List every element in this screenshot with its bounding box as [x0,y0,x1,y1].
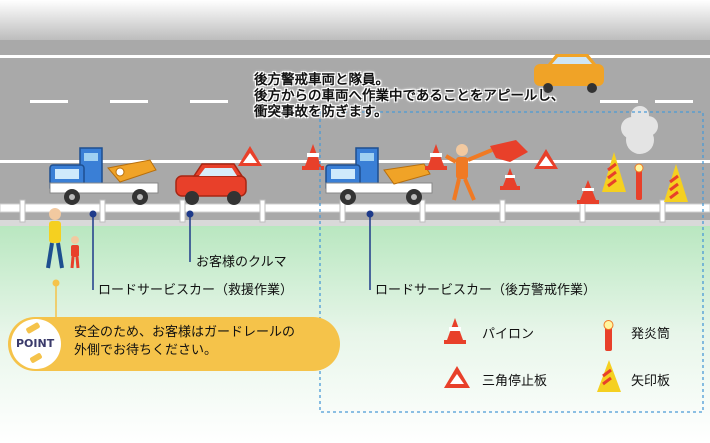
legend-flare-label: 発炎筒 [631,327,671,342]
road-top-fade [0,0,710,40]
curb [0,220,710,226]
callout-lines [92,214,371,290]
callout-dots [89,210,374,218]
point-label: POINT [16,337,55,350]
lane-edge-line [0,55,710,58]
rescue-truck [49,147,159,205]
legend-triangle-label: 三角停止板 [482,374,548,389]
description-caption: 後方警戒車両と隊員。 後方からの車両へ作業中であることをアピールし、 衝突事故を… [254,72,564,120]
point-line-2: 外側でお待ちください。 [74,343,218,358]
lane-dashes [30,100,693,103]
legend-pylon-icon [444,318,466,344]
rescue-truck-label: ロードサービスカー（救援作業） [98,283,294,298]
legend-arrow-board-label: 矢印板 [631,374,671,389]
flare-smoke [621,106,658,154]
legend-triangle-icon [444,366,470,388]
point-connector [52,279,60,318]
legend-pylon-label: パイロン [482,327,535,342]
point-badge-icon [11,319,61,369]
triangle-sign-2 [534,149,558,169]
triangle-sign-1 [238,146,262,166]
customer-car [175,163,247,205]
guardrail [0,199,710,223]
customer-family [46,208,80,269]
point-box: POINT 安全のため、お客様はガードレールの 外側でお待ちください。 [8,317,340,371]
pylon-1 [302,144,324,170]
flag-worker [444,140,528,201]
point-line-1: 安全のため、お客様はガードレールの [74,325,296,340]
legend-flare-icon [603,320,614,351]
pylon-3 [500,168,520,190]
caption-line-3: 衝突事故を防ぎます。 [254,104,388,120]
arrow-board-1 [602,152,626,192]
rear-warning-truck [325,147,433,205]
legend-arrow-board-icon [597,360,621,392]
flare-1 [634,163,644,200]
lane-line-lower [0,160,710,163]
arrow-board-2 [664,164,688,202]
point-message: 安全のため、お客様はガードレールの 外側でお待ちください。 [74,324,295,360]
caption-line-1: 後方警戒車両と隊員。 [254,72,389,88]
caption-line-2: 後方からの車両へ作業中であることをアピールし、 [254,88,565,104]
pylon-2 [425,144,447,170]
rear-truck-label: ロードサービスカー（後方警戒作業） [375,283,597,298]
oncoming-car [534,54,604,93]
customer-car-label: お客様のクルマ [196,255,287,270]
pylon-4 [577,180,599,204]
